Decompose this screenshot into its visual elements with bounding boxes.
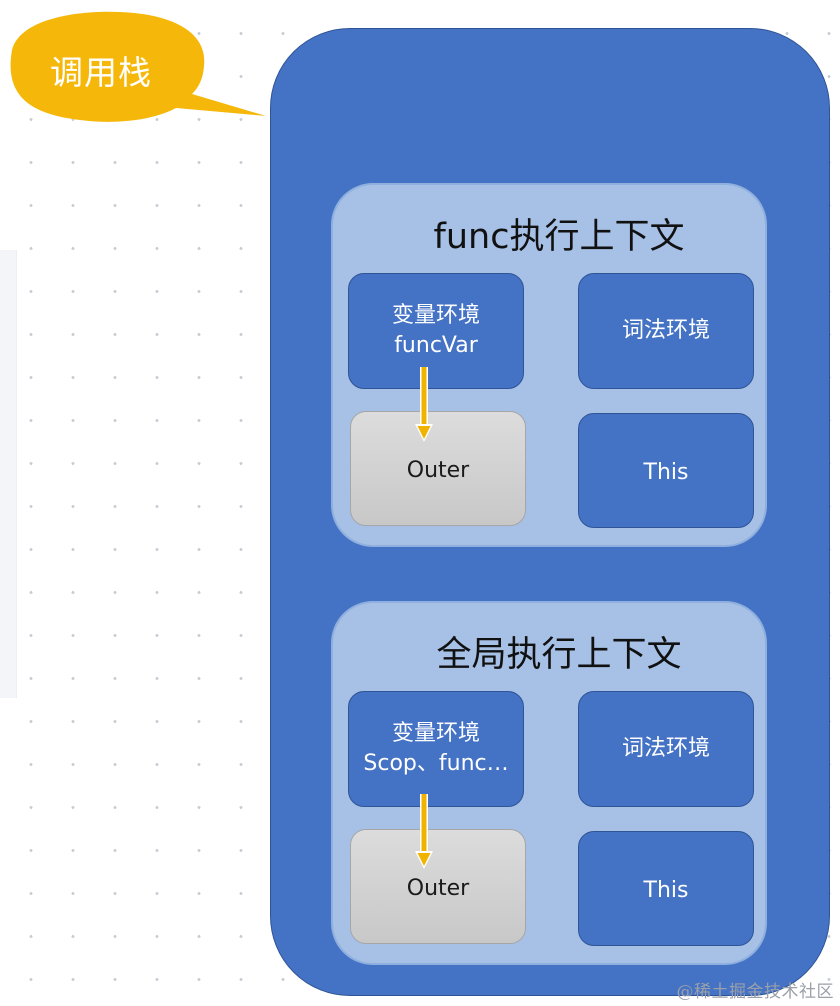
this-label: This [643,877,689,903]
func-context-title: func执行上下文 [433,217,685,257]
callout-bubble-shape [10,11,267,122]
outer-label: Outer [406,875,470,901]
variable-env-title: 变量环境 [391,303,480,328]
global-lexical-environment: 词法环境 [578,691,754,807]
variable-env-content: Scop、func… [363,751,509,776]
variable-env-content: funcVar [394,333,478,358]
func-variable-environment: 变量环境 funcVar [348,273,524,389]
global-variable-environment: 变量环境 Scop、func… [348,691,524,807]
outer-label: Outer [406,457,470,483]
global-outer-box: Outer [350,829,526,944]
global-context-title: 全局执行上下文 [436,635,682,675]
call-stack-callout: 调用栈 [0,0,280,130]
func-this-box: This [578,413,754,528]
variable-env-title: 变量环境 [391,721,480,746]
func-outer-arrow-icon [415,367,433,442]
func-lexical-environment: 词法环境 [578,273,754,389]
lexical-env-label: 词法环境 [621,736,710,761]
global-this-box: This [578,831,754,946]
callout-label: 调用栈 [50,53,152,92]
left-side-panel [0,250,17,698]
func-outer-box: Outer [350,411,526,526]
this-label: This [643,459,689,485]
watermark-text: @稀土掘金技术社区 [676,982,834,1002]
global-outer-arrow-icon [415,794,433,869]
lexical-env-label: 词法环境 [621,318,710,343]
